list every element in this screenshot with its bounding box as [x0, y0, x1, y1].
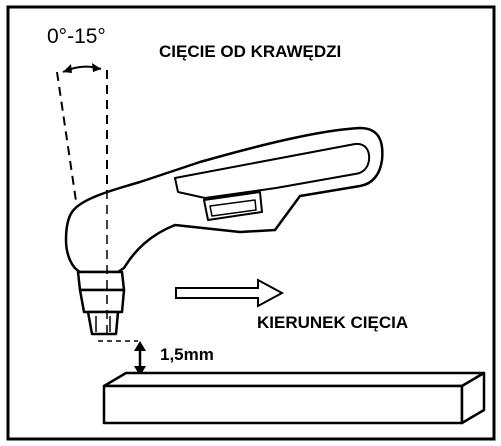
gap-arrow-up	[134, 341, 146, 351]
torch-trigger	[203, 191, 263, 221]
gap-label: 1,5mm	[160, 345, 214, 364]
torch-handle-inner	[174, 142, 371, 199]
direction-label: KIERUNEK CIĘCIA	[257, 313, 409, 332]
torch-neck	[78, 288, 126, 314]
gap-arrow-down	[134, 366, 146, 376]
torch-neck-ring	[76, 270, 126, 292]
direction-arrow	[175, 278, 285, 308]
angle-arc-arrow-right	[92, 63, 101, 72]
angle-arc-arrow-left	[63, 64, 72, 73]
torch-handle	[64, 126, 384, 274]
workpiece-top	[102, 371, 486, 388]
workpiece	[102, 371, 486, 425]
diagram-border	[6, 5, 496, 441]
workpiece-side	[460, 371, 486, 425]
torch-trigger-inner	[209, 199, 257, 217]
workpiece-front	[102, 384, 464, 425]
torch-nozzle	[86, 310, 120, 336]
angle-label: 0°-15°	[47, 25, 106, 48]
title-label: CIĘCIE OD KRAWĘDZI	[159, 42, 342, 61]
plasma-torch	[64, 126, 384, 336]
